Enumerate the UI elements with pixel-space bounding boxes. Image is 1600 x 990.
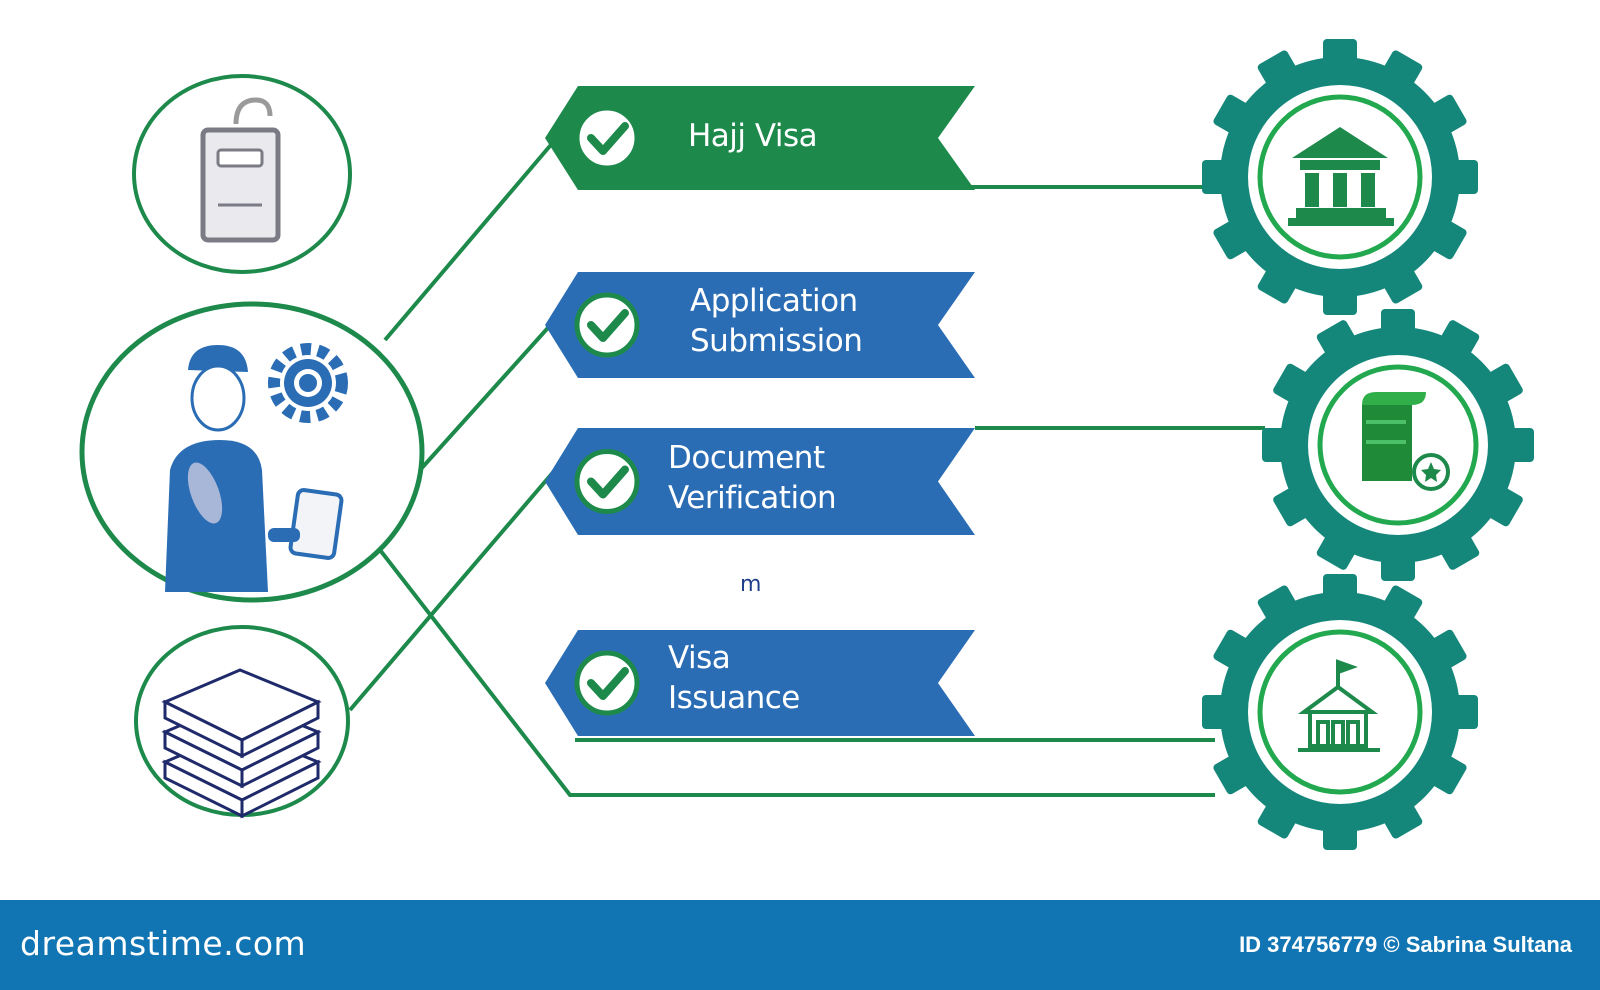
checkmark-icon (574, 292, 640, 358)
checkmark-stroke (587, 465, 629, 499)
person-with-phone-icon (79, 301, 425, 603)
document-stamp-icon (1362, 392, 1450, 491)
banner-shape (545, 272, 975, 378)
step-label-1: Hajj Visa (688, 118, 818, 154)
stacked-boxes-icon (134, 625, 350, 819)
step-banner-3 (545, 428, 975, 535)
bank-building-icon (1288, 127, 1394, 226)
footer-credit: ID 374756779 © Sabrina Sultana (1239, 932, 1572, 957)
step-banner-4 (545, 630, 975, 736)
step-banners (545, 86, 975, 736)
id-badge-icon (132, 74, 352, 274)
stray-text: m (740, 572, 762, 597)
checkmark-icon (574, 650, 640, 716)
banner-shape (545, 630, 975, 736)
connector-hajj (383, 138, 557, 342)
checkmark-stroke (587, 667, 629, 700)
connector-verification (348, 468, 557, 712)
step-label-2: Application Submission (690, 283, 863, 359)
step-label-3: Document Verification (668, 440, 837, 516)
connector-application (418, 318, 557, 472)
diagram-canvas (79, 39, 1534, 850)
checkmark-icon (574, 449, 640, 514)
footer-brand: dreamstime.com (20, 924, 307, 963)
banner-shape (545, 86, 975, 190)
footer-bar: dreamstime.com ID 374756779 © Sabrina Su… (0, 900, 1600, 990)
connector-issuance (378, 548, 1215, 797)
connector-lines (348, 138, 1265, 797)
step-banner-1 (545, 86, 975, 190)
step-banner-2 (545, 272, 975, 378)
checkmark-icon (574, 105, 640, 171)
school-building-icon (1297, 659, 1380, 752)
step-label-4: Visa Issuance (668, 640, 800, 716)
checkmark-stroke (587, 309, 629, 342)
checkmark-stroke (587, 122, 629, 155)
banner-shape (545, 428, 975, 535)
